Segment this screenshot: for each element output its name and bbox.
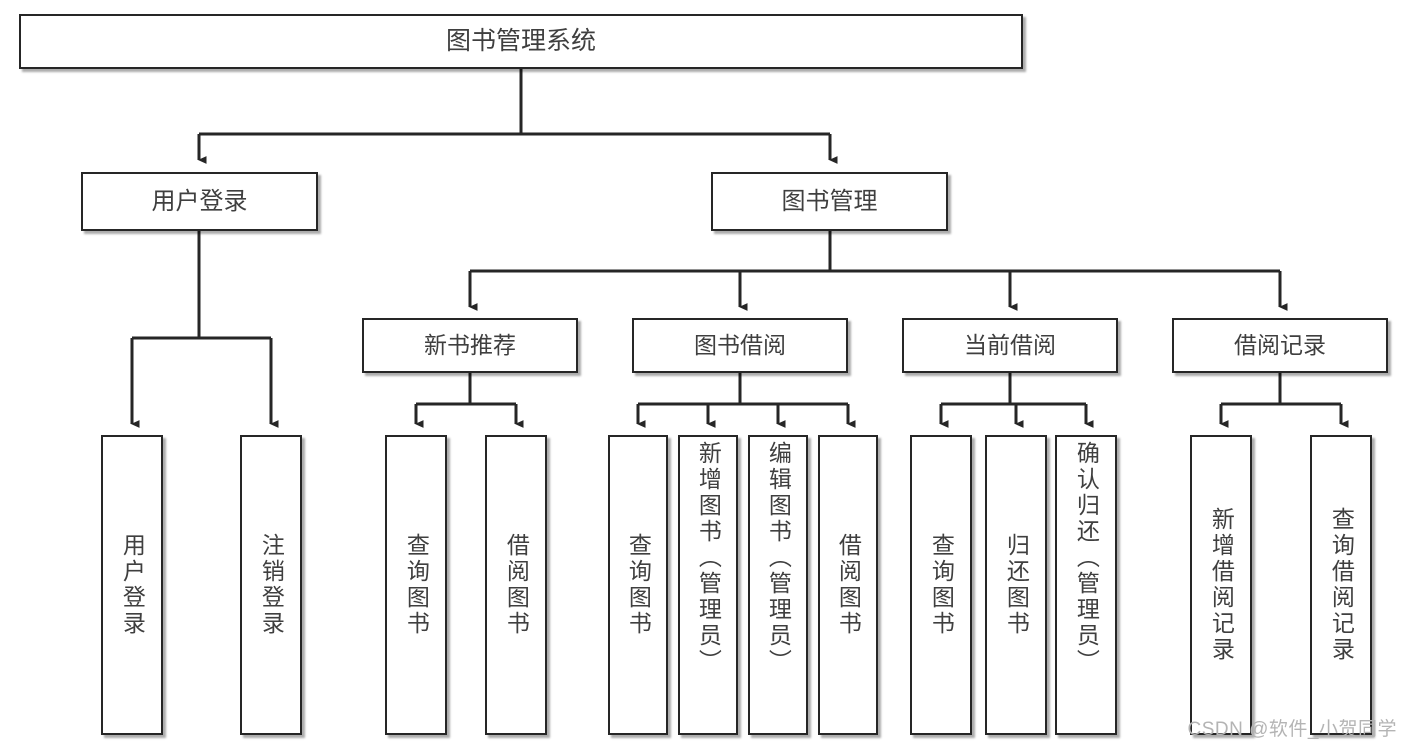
node-leaf-edit-book-label: 编辑图书（管理员） (765, 441, 792, 675)
node-leaf-query-book-1-label: 查询图书 (403, 533, 430, 637)
node-new-book-recommend-label: 新书推荐 (424, 332, 516, 359)
node-leaf-borrow-book-1-label: 借阅图书 (503, 533, 530, 637)
node-current-borrow[interactable]: 当前借阅 (902, 318, 1118, 373)
node-leaf-add-book-label: 新增图书（管理员） (695, 441, 722, 675)
node-leaf-add-record[interactable]: 新增借阅记录 (1190, 435, 1252, 735)
node-book-management[interactable]: 图书管理 (711, 172, 948, 231)
node-book-borrow-label: 图书借阅 (694, 332, 786, 359)
node-root[interactable]: 图书管理系统 (19, 14, 1023, 69)
node-leaf-query-book-1[interactable]: 查询图书 (385, 435, 447, 735)
node-borrow-record-label: 借阅记录 (1234, 332, 1326, 359)
node-leaf-edit-book[interactable]: 编辑图书（管理员） (748, 435, 808, 735)
node-book-borrow[interactable]: 图书借阅 (632, 318, 848, 373)
node-leaf-user-login[interactable]: 用户登录 (101, 435, 163, 735)
node-leaf-query-book-3[interactable]: 查询图书 (910, 435, 972, 735)
node-leaf-add-book[interactable]: 新增图书（管理员） (678, 435, 738, 735)
node-leaf-query-record-label: 查询借阅记录 (1328, 507, 1355, 663)
node-leaf-query-record[interactable]: 查询借阅记录 (1310, 435, 1372, 735)
node-leaf-return-book[interactable]: 归还图书 (985, 435, 1047, 735)
node-root-label: 图书管理系统 (445, 27, 596, 55)
node-leaf-confirm-return[interactable]: 确认归还（管理员） (1055, 435, 1117, 735)
node-leaf-add-record-label: 新增借阅记录 (1208, 507, 1235, 663)
node-leaf-borrow-book-1[interactable]: 借阅图书 (485, 435, 547, 735)
node-leaf-user-logout-label: 注销登录 (258, 533, 285, 637)
node-leaf-user-login-label: 用户登录 (119, 533, 146, 637)
node-user-login-label: 用户登录 (151, 187, 248, 215)
node-leaf-borrow-book-2-label: 借阅图书 (835, 533, 862, 637)
node-book-management-label: 图书管理 (781, 187, 878, 215)
node-leaf-query-book-2[interactable]: 查询图书 (608, 435, 668, 735)
node-leaf-query-book-3-label: 查询图书 (928, 533, 955, 637)
node-user-login[interactable]: 用户登录 (81, 172, 318, 231)
node-leaf-confirm-return-label: 确认归还（管理员） (1073, 441, 1100, 675)
node-borrow-record[interactable]: 借阅记录 (1172, 318, 1388, 373)
node-current-borrow-label: 当前借阅 (964, 332, 1056, 359)
node-leaf-user-logout[interactable]: 注销登录 (240, 435, 302, 735)
node-leaf-return-book-label: 归还图书 (1003, 533, 1030, 637)
node-leaf-query-book-2-label: 查询图书 (625, 533, 652, 637)
node-leaf-borrow-book-2[interactable]: 借阅图书 (818, 435, 878, 735)
node-new-book-recommend[interactable]: 新书推荐 (362, 318, 578, 373)
